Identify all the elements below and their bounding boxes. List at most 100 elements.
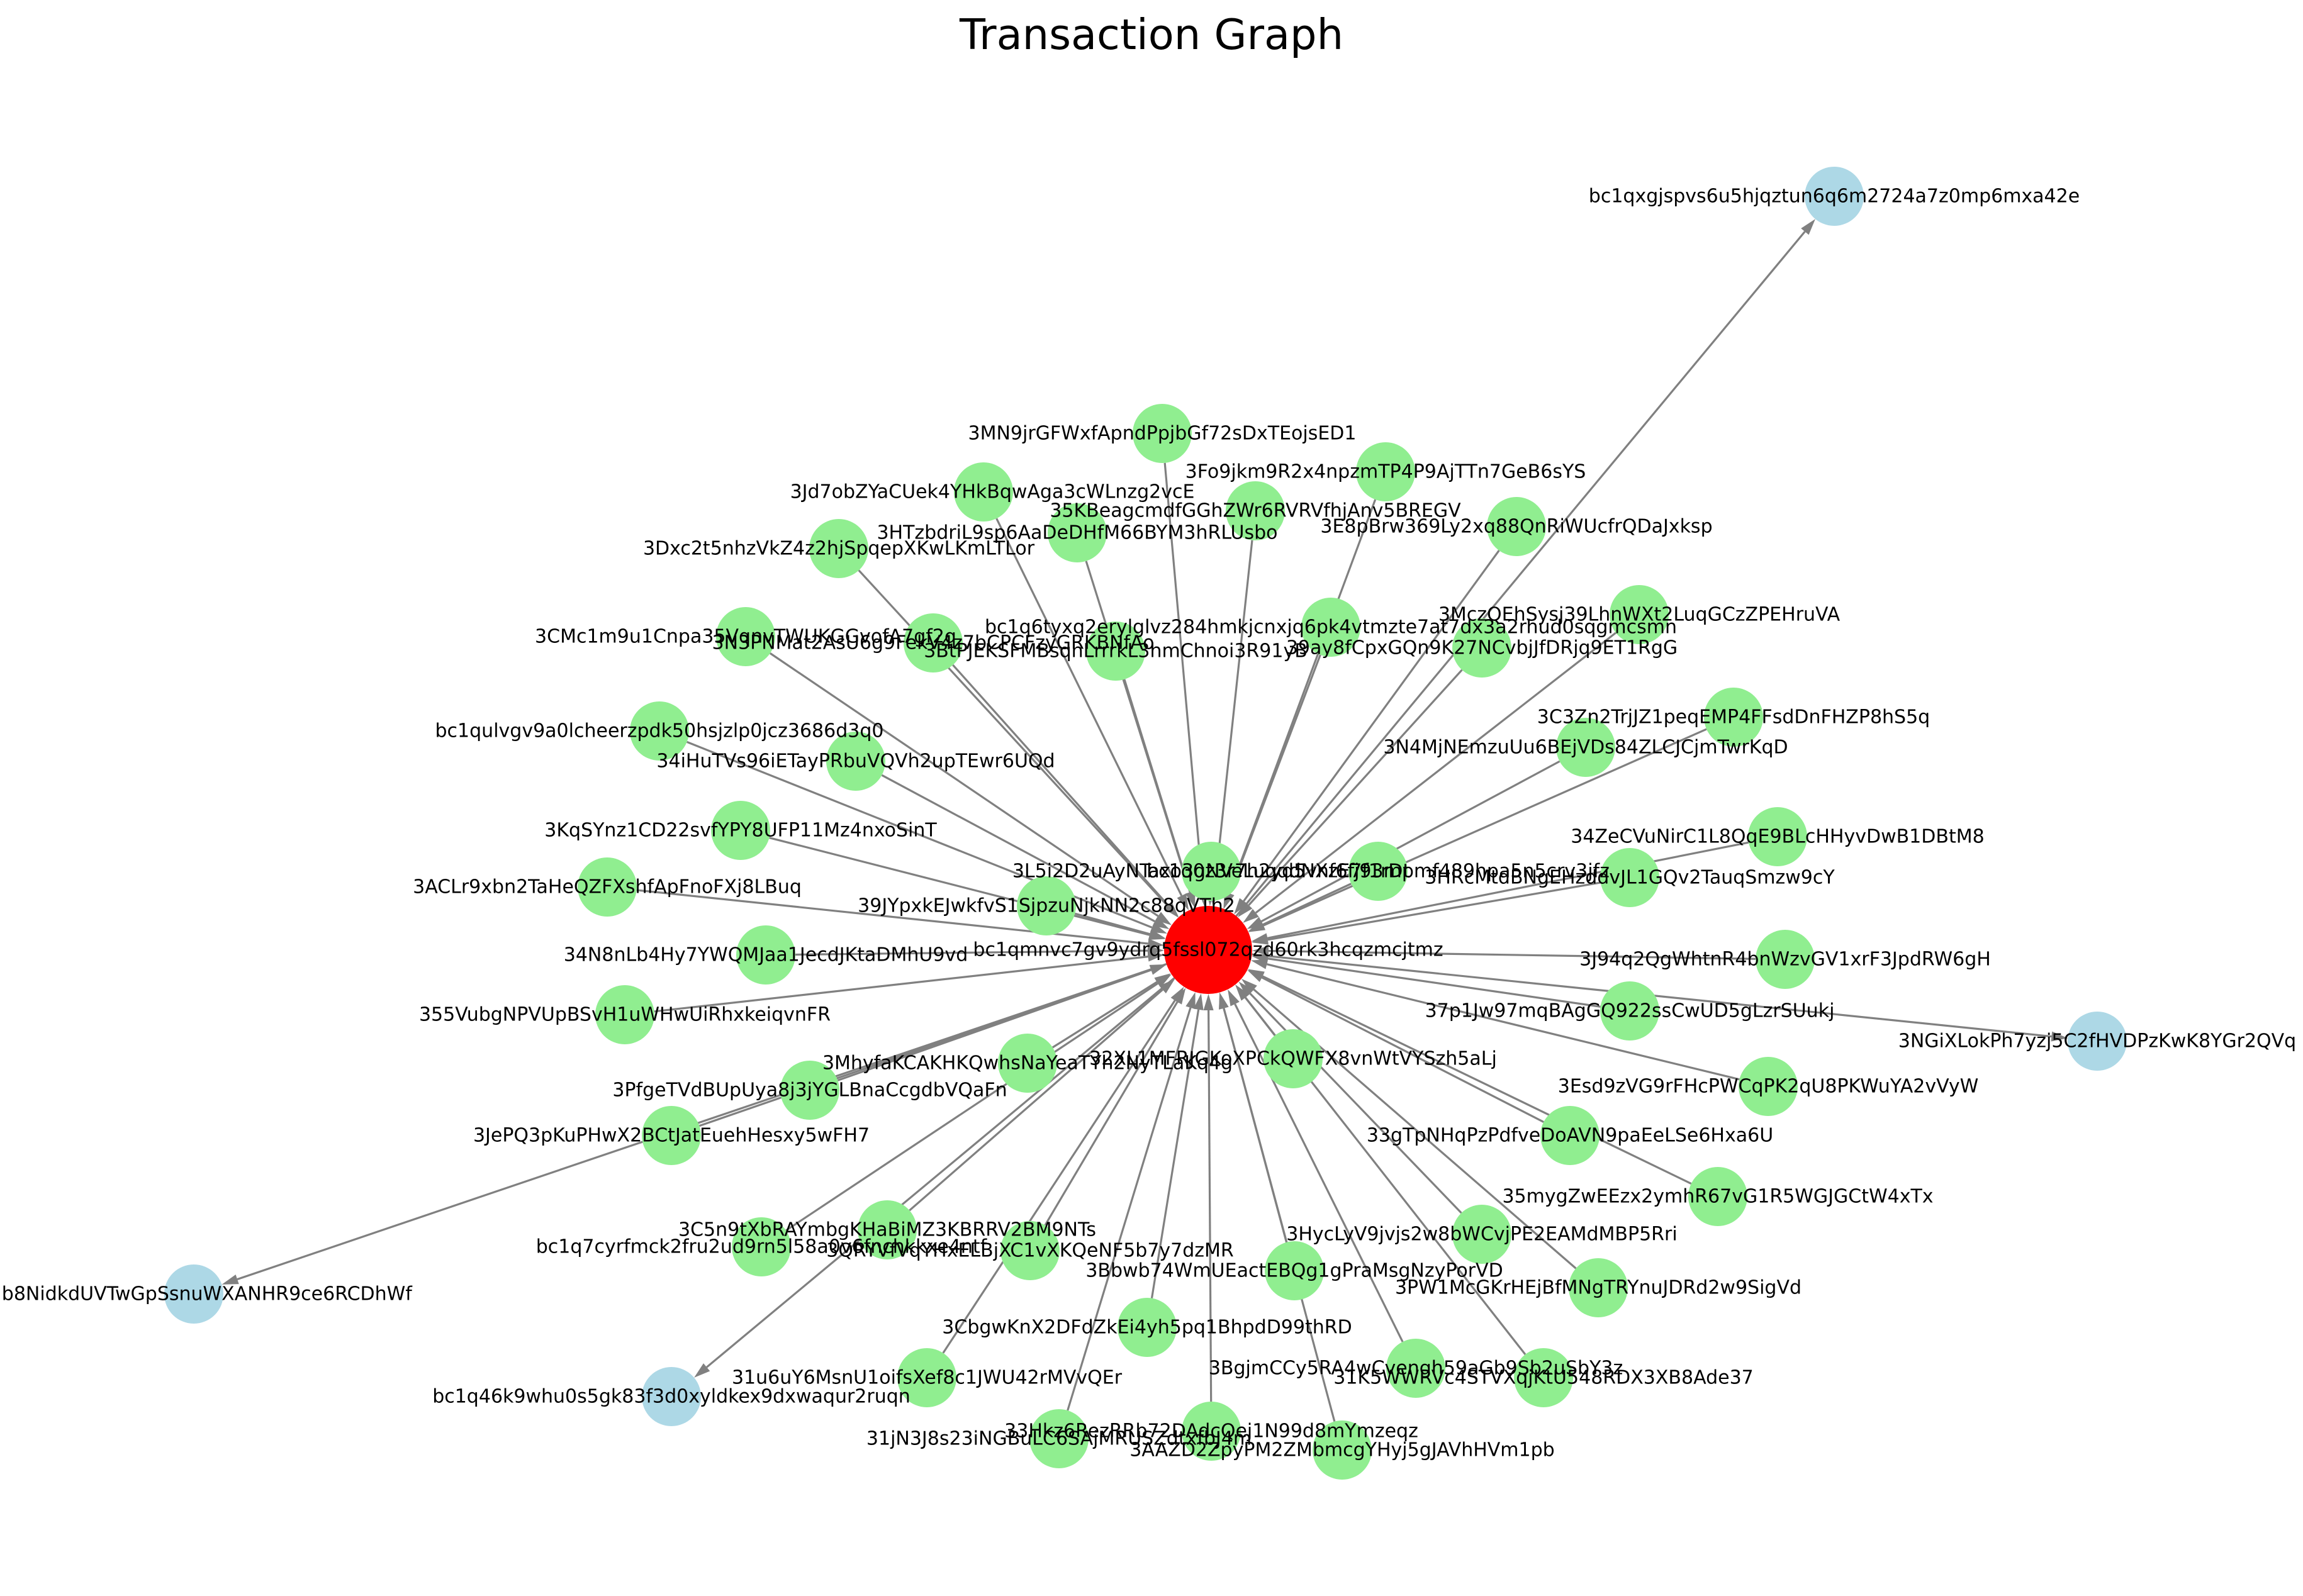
edge-line	[769, 837, 1150, 936]
edge-inbound-3jd7obzyacuek4	[995, 518, 1189, 911]
inbound-node-3cbgwknx2dfdzk[interactable]	[1118, 1298, 1177, 1357]
edge-line	[952, 664, 1169, 906]
inbound-node-3cmc1m9u1cnpa3[interactable]	[716, 607, 775, 666]
inbound-node-34ihutvs96ieta[interactable]	[826, 732, 885, 791]
inbound-node-3kqsynz1cd22sv[interactable]	[711, 801, 770, 860]
inbound-node-3n3pnmat2asu6g[interactable]	[904, 613, 963, 672]
inbound-node-3c3zn2trjjz1pe[interactable]	[1704, 688, 1763, 747]
inbound-node-3fo9jkm9r2x4np[interactable]	[1356, 442, 1415, 501]
node-label-3mhyfakcakhkqw: 3MhyfaKCAKHKQwhsNaYeaTYh2NyTLaKq4g	[822, 1052, 1233, 1074]
edge-inbound-3bgjmccy5ra4wc	[1228, 989, 1404, 1342]
outbound-node-bc1qxgjspvs6u5[interactable]	[1805, 167, 1864, 226]
inbound-node-bc1q0z3r7h2yd5[interactable]	[1348, 842, 1408, 901]
edge-line	[1266, 963, 1740, 1081]
outbound-node-3ngixlokph7yzj[interactable]	[2068, 1012, 2127, 1071]
arrowhead-icon	[1148, 929, 1166, 939]
inbound-node-3hrcmtdbngehzd[interactable]	[1600, 848, 1659, 907]
inbound-node-3mn9jrgfwxfapn[interactable]	[1133, 404, 1192, 463]
edge-outbound-bc1qxgjspvs6u5	[1235, 219, 1815, 917]
inbound-node-3bgjmccy5ra4wc[interactable]	[1386, 1339, 1445, 1398]
edge-line	[1255, 632, 1617, 914]
inbound-node-37p1jw97mqbagg[interactable]	[1600, 981, 1659, 1041]
inbound-node-34zecvunirc1l8[interactable]	[1748, 807, 1807, 866]
node-label-3ngixlokph7yzj: 3NGiXLokPh7yzj5C2fHVDPzKwK8YGr2QVq	[1898, 1030, 2296, 1052]
inbound-node-3bbwb74wmueact[interactable]	[1265, 1241, 1324, 1300]
inbound-node-3btpjeksfmbsqh[interactable]	[1086, 622, 1145, 681]
node-label-3jd7obzyacuek4: 3Jd7obZYaCUek4YHkBqwAga3cWLnzg2vcE	[790, 481, 1195, 503]
edge-inbound-3qryvfvqyhxelb	[1044, 988, 1186, 1226]
inbound-node-33hkz6rezrrb72[interactable]	[1182, 1402, 1241, 1461]
edge-line	[770, 652, 1159, 917]
inbound-node-3pw1mcgkrhejbf[interactable]	[1569, 1258, 1628, 1317]
node-label-34n8nlb4hy7ywq: 34N8nLb4Hy7YWQMJaa1JecdJKtaDMhU9vd	[564, 944, 968, 966]
inbound-node-3qryvfvqyhxelb[interactable]	[1000, 1221, 1060, 1280]
inbound-node-355vubgnpvupbs[interactable]	[595, 985, 654, 1044]
inbound-node-3mhyfakcakhkqw[interactable]	[998, 1034, 1057, 1093]
edge-inbound-33hkz6rezrrb72	[1203, 993, 1214, 1402]
inbound-node-39ay8fcpxgqn9k[interactable]	[1452, 618, 1511, 678]
arrowhead-icon	[221, 1274, 239, 1285]
inbound-node-3n4mjnemzuuu6b[interactable]	[1556, 718, 1615, 777]
edge-inbound-bc1q7cyrfmck2f	[785, 974, 1172, 1232]
node-label-3mczqehsysj39l: 3MczQEhSysj39LhnWXt2LuqGCzZPEHruVA	[1438, 604, 1841, 626]
inbound-node-bc1qulvgv9a0lc[interactable]	[630, 701, 689, 761]
node-label-bc1qulvgv9a0lc: bc1qulvgv9a0lcheerzpdk50hsjzlp0jcz3686d3…	[435, 720, 884, 742]
inbound-node-31u6uy6msnu1oi[interactable]	[897, 1348, 956, 1407]
inbound-node-3j94q2qgwhtnr4[interactable]	[1756, 930, 1815, 989]
outbound-node-bc1q46k9whu0s5[interactable]	[642, 1367, 701, 1426]
outbound-node-3hb8nidkduvtwg[interactable]	[164, 1264, 223, 1324]
node-label-3c5n9txbraymbg: 3C5n9tXbRAYmbgKHaBiMZ3KBRRV2BM9NTs	[678, 1219, 1096, 1241]
node-label-3htzbdril9sp6a: 3HTzbdriL9sp6AaDeDHfM66BYM3hRLUsbo	[877, 522, 1277, 544]
inbound-node-32xl1mfrjgkoxp[interactable]	[1264, 1029, 1323, 1088]
inbound-node-35mygzweezx2ym[interactable]	[1688, 1167, 1747, 1226]
edge-line	[1267, 841, 1749, 939]
edge-inbound-34ihutvs96ieta	[881, 774, 1170, 929]
edge-line	[1150, 1009, 1200, 1298]
edge-line	[909, 988, 1163, 1212]
inbound-node-bc1q6tyxq2eryl[interactable]	[1301, 598, 1360, 657]
arrowhead-icon	[1163, 901, 1179, 917]
node-label-3j94q2qgwhtnr4: 3J94q2QgWhtnR4bnWzvGV1xrF3JpdRW6gH	[1579, 949, 1991, 971]
graph-title: Transaction Graph	[959, 10, 1343, 59]
inbound-node-3esd9zvg9rfhcp[interactable]	[1739, 1057, 1798, 1116]
inbound-node-3htzbdril9sp6a[interactable]	[1048, 503, 1107, 562]
edge-line	[1262, 975, 1692, 1185]
arrowhead-icon	[1185, 890, 1196, 908]
edge-outbound-bc1q46k9whu0s5	[694, 977, 1175, 1378]
node-label-3pfgetvdbupuya: 3PfgeTVdBUpUya8j3jYGLBnaCcgdbVQaFn	[612, 1080, 1007, 1102]
arrowhead-icon	[1248, 920, 1265, 932]
edge-inbound-35mygzweezx2ym	[1248, 969, 1692, 1185]
inbound-node-34n8nlb4hy7ywq[interactable]	[736, 925, 795, 985]
arrowhead-icon	[1238, 901, 1253, 918]
edge-inbound-31jn3j8s23ingb	[1067, 991, 1196, 1411]
node-label-3pw1mcgkrhejbf: 3PW1McGKrHEjBfMNgTRYnuJDRd2w9SigVd	[1395, 1277, 1801, 1299]
inbound-node-3dxc2t5nhzvkz4[interactable]	[809, 519, 868, 578]
inbound-node-3mczqehsysj39l[interactable]	[1610, 585, 1669, 644]
edge-line	[1268, 949, 1756, 960]
edge-line	[1051, 981, 1158, 1049]
inbound-node-33gtpnhqpzpdfv[interactable]	[1540, 1106, 1600, 1165]
inbound-node-3c5n9txbraymbg[interactable]	[858, 1200, 917, 1259]
node-label-3esd9zvg9rfhcp: 3Esd9zVG9rFHcPWCqPK2qU8PKWuYA2vVyW	[1558, 1076, 1979, 1098]
inbound-node-3jd7obzyacuek4[interactable]	[954, 462, 1013, 522]
edge-line	[1263, 728, 1707, 927]
inbound-node-3aazd2zpypm2zm[interactable]	[1313, 1420, 1372, 1480]
inbound-node-3jepq3pkuphwx2[interactable]	[642, 1106, 701, 1165]
edge-line	[1267, 957, 1601, 1008]
arrowhead-icon	[1170, 986, 1184, 1003]
edge-line	[942, 1000, 1176, 1354]
inbound-node-3pfgetvdbupuya[interactable]	[780, 1061, 839, 1120]
inbound-node-3hyclyv9jvjs2w[interactable]	[1452, 1205, 1511, 1264]
inbound-node-35kbeagcmdfggh[interactable]	[1226, 481, 1285, 540]
inbound-node-3e8pbrw369ly2x[interactable]	[1487, 497, 1546, 556]
inbound-node-3aclr9xbn2tahe[interactable]	[578, 857, 637, 917]
center-node[interactable]	[1164, 906, 1252, 994]
inbound-node-bc1q7cyrfmck2f[interactable]	[732, 1217, 791, 1276]
edge-line	[636, 889, 1148, 945]
node-label-3kqsynz1cd22sv: 3KqSYnz1CD22svfYPY8UFP11Mz4nxoSinT	[544, 820, 937, 842]
inbound-node-31k5wwrvc4stvx[interactable]	[1514, 1348, 1573, 1407]
inbound-node-31jn3j8s23ingb[interactable]	[1029, 1409, 1089, 1468]
inbound-node-3l5i2d2uayntax[interactable]	[1182, 842, 1241, 901]
inbound-node-39jypxkejwkfvs[interactable]	[1017, 876, 1076, 935]
